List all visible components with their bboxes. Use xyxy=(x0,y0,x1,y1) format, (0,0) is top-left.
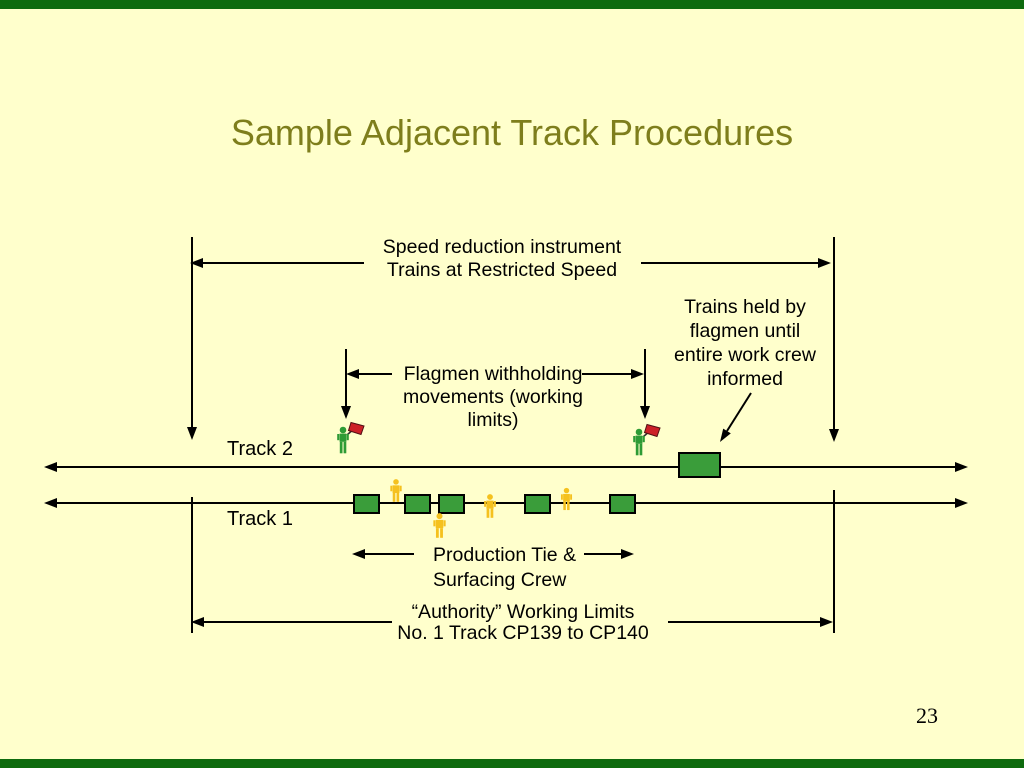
trains-held-line1: Trains held by xyxy=(684,296,806,318)
flagmen-label: Flagmen withholding movements (working l… xyxy=(368,363,618,432)
bottom-border-bar xyxy=(0,759,1024,768)
speed-reduction-label: Speed reduction instrument Trains at Res… xyxy=(342,236,662,282)
flagmen-line2: movements (working xyxy=(403,386,583,408)
equipment-box xyxy=(404,494,431,514)
authority-arrowhead-right xyxy=(820,617,833,627)
flagmen-span-line-left xyxy=(357,373,392,375)
track2-arrowhead-right xyxy=(955,462,968,472)
authority-arrowhead-left xyxy=(191,617,204,627)
authority-line-right xyxy=(668,621,821,623)
authority-left-vline xyxy=(191,497,193,633)
worker-icon xyxy=(433,513,446,538)
track1-arrowhead-right xyxy=(955,498,968,508)
track1-line xyxy=(55,502,957,504)
speed-reduction-line2: Trains at Restricted Speed xyxy=(386,259,618,281)
page-title: Sample Adjacent Track Procedures xyxy=(230,112,794,153)
track2-label: Track 2 xyxy=(227,438,293,460)
page-number: 23 xyxy=(916,703,938,728)
flagmen-left-vline xyxy=(345,349,347,406)
track1-label: Track 1 xyxy=(227,508,293,530)
speed-reduction-line1: Speed reduction instrument xyxy=(382,236,622,258)
speed-span-line-left xyxy=(201,262,364,264)
speed-span-arrowhead-right xyxy=(818,258,831,268)
speed-span-line-right xyxy=(641,262,818,264)
flagmen-span-line-right xyxy=(582,373,632,375)
production-arrowhead-right xyxy=(621,549,634,559)
production-crew-label: Production Tie & Surfacing Crew xyxy=(433,543,576,593)
flagman-left-icon xyxy=(337,421,365,454)
flagmen-line3: limits) xyxy=(467,409,519,431)
worker-icon xyxy=(484,494,496,518)
production-line-right xyxy=(584,553,622,555)
authority-line1: “Authority” Working Limits xyxy=(411,601,635,623)
trains-held-line4: informed xyxy=(707,368,783,390)
track1-arrowhead-left xyxy=(44,498,57,508)
equipment-box xyxy=(353,494,380,514)
production-arrowhead-left xyxy=(352,549,365,559)
authority-line-left xyxy=(203,621,392,623)
speed-span-arrowhead-left xyxy=(190,258,203,268)
top-border-bar xyxy=(0,0,1024,9)
production-line1: Production Tie & xyxy=(433,544,577,566)
authority-label: “Authority” Working Limits No. 1 Track C… xyxy=(363,602,683,644)
equipment-box xyxy=(438,494,465,514)
speed-limit-left-vline xyxy=(191,237,193,427)
train-box xyxy=(678,452,721,478)
speed-limit-right-vline xyxy=(833,237,835,429)
flagmen-span-arrowhead-right xyxy=(631,369,644,379)
track2-line xyxy=(55,466,957,468)
worker-icon xyxy=(390,479,402,502)
authority-line2: No. 1 Track CP139 to CP140 xyxy=(397,622,649,644)
speed-limit-left-down-arrowhead xyxy=(187,427,197,440)
flagmen-left-down-arrowhead xyxy=(341,406,351,419)
track2-arrowhead-left xyxy=(44,462,57,472)
flagmen-right-down-arrowhead xyxy=(640,406,650,419)
equipment-box xyxy=(524,494,551,514)
train-pointer-arrow xyxy=(720,392,752,442)
flagman-right-icon xyxy=(633,423,661,456)
authority-right-vline xyxy=(833,490,835,633)
equipment-box xyxy=(609,494,636,514)
production-line2: Surfacing Crew xyxy=(433,569,567,591)
flagmen-right-vline xyxy=(644,349,646,406)
flagmen-span-arrowhead-left xyxy=(346,369,359,379)
trains-held-label: Trains held by flagmen until entire work… xyxy=(645,295,845,391)
trains-held-line2: flagmen until xyxy=(689,320,801,342)
trains-held-line3: entire work crew xyxy=(674,344,816,366)
worker-icon xyxy=(560,487,573,511)
speed-limit-right-down-arrowhead xyxy=(829,429,839,442)
flagmen-line1: Flagmen withholding xyxy=(403,363,583,385)
production-line-left xyxy=(364,553,414,555)
